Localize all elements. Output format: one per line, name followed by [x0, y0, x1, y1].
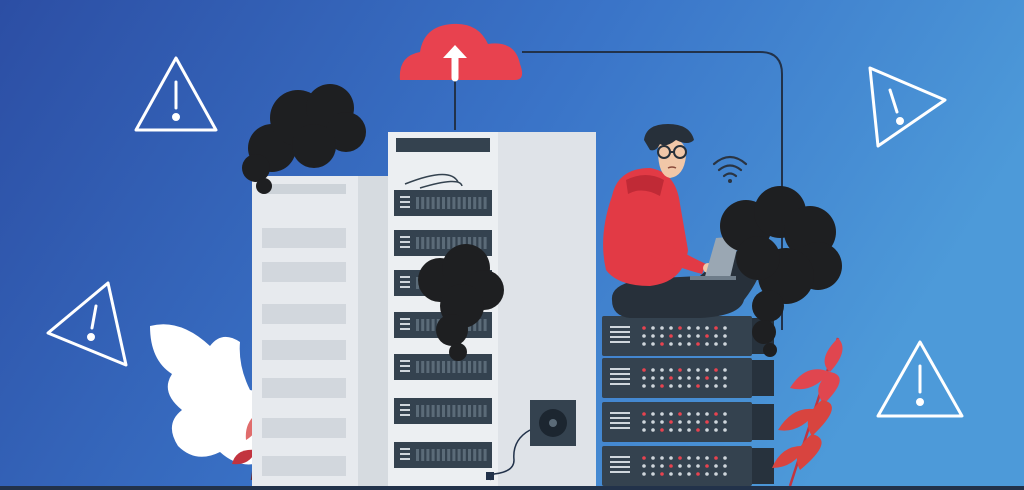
server-unit [602, 316, 774, 356]
warning-triangle-icon [868, 66, 947, 148]
server-unit [394, 398, 492, 424]
server-unit [394, 442, 492, 468]
cooling-fan [486, 400, 576, 481]
network-cable [454, 51, 783, 330]
server-unit [602, 358, 774, 398]
server-rack-center [388, 132, 596, 488]
server-unit [602, 402, 774, 442]
server-unit [394, 190, 492, 216]
cloud-upload-icon [399, 23, 523, 82]
person-with-laptop [603, 124, 762, 318]
server-stack-right [602, 316, 774, 486]
floor-line [0, 486, 1024, 490]
smoke-cloud [418, 244, 504, 361]
smoke-cloud [720, 186, 842, 357]
server-unit [602, 446, 774, 486]
warning-triangle-icon [134, 56, 218, 132]
white-leaf-plant [150, 324, 267, 465]
server-unit [394, 354, 492, 380]
wifi-icon [712, 155, 748, 183]
warning-triangle-icon [876, 340, 964, 418]
warning-triangle-icon [46, 281, 128, 367]
red-leaf-plant-right [772, 337, 843, 487]
server-rack-left [252, 176, 392, 486]
smoke-cloud [242, 84, 366, 194]
